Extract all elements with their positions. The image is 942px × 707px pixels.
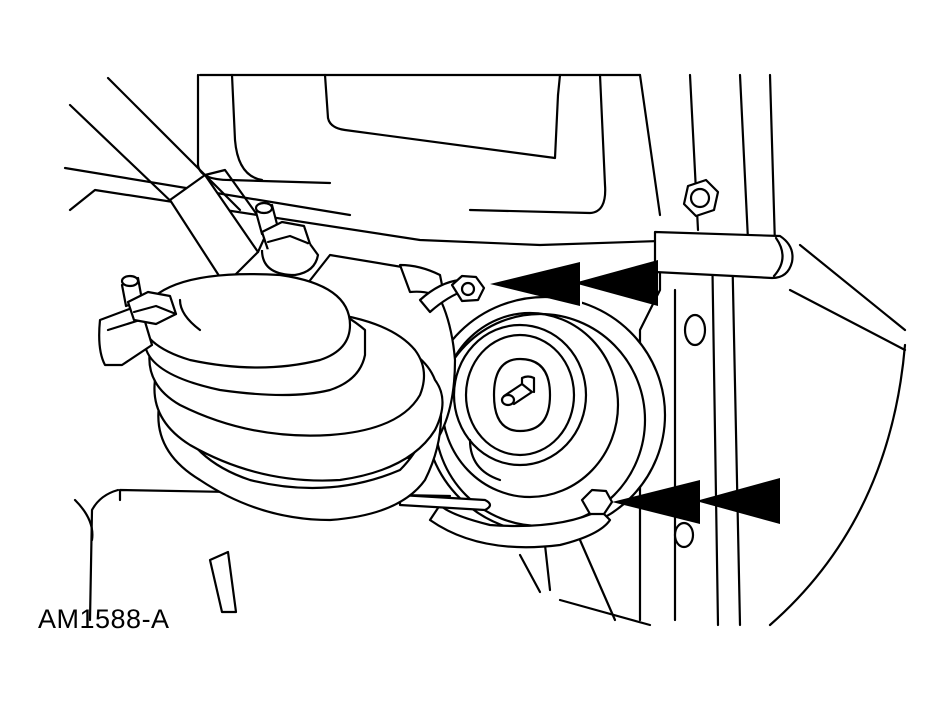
figure-id-label: AM1588-A [38,604,170,634]
body-panel [63,73,907,627]
panel-hole-lower [673,521,695,549]
panel-hole-upper [683,313,707,347]
left-stud-nut [120,274,178,326]
actuator [138,253,457,522]
upper-nut [450,274,486,303]
lower-callout-arrow [612,478,780,524]
pulley-assembly [398,295,667,549]
rod [653,230,794,280]
bracket-tab [208,550,238,614]
upper-callout-arrow [490,260,658,306]
right-stud-nut [254,201,320,277]
upper-right-bolt [682,178,720,218]
cable [68,76,270,287]
pulley-shaft [500,375,536,407]
